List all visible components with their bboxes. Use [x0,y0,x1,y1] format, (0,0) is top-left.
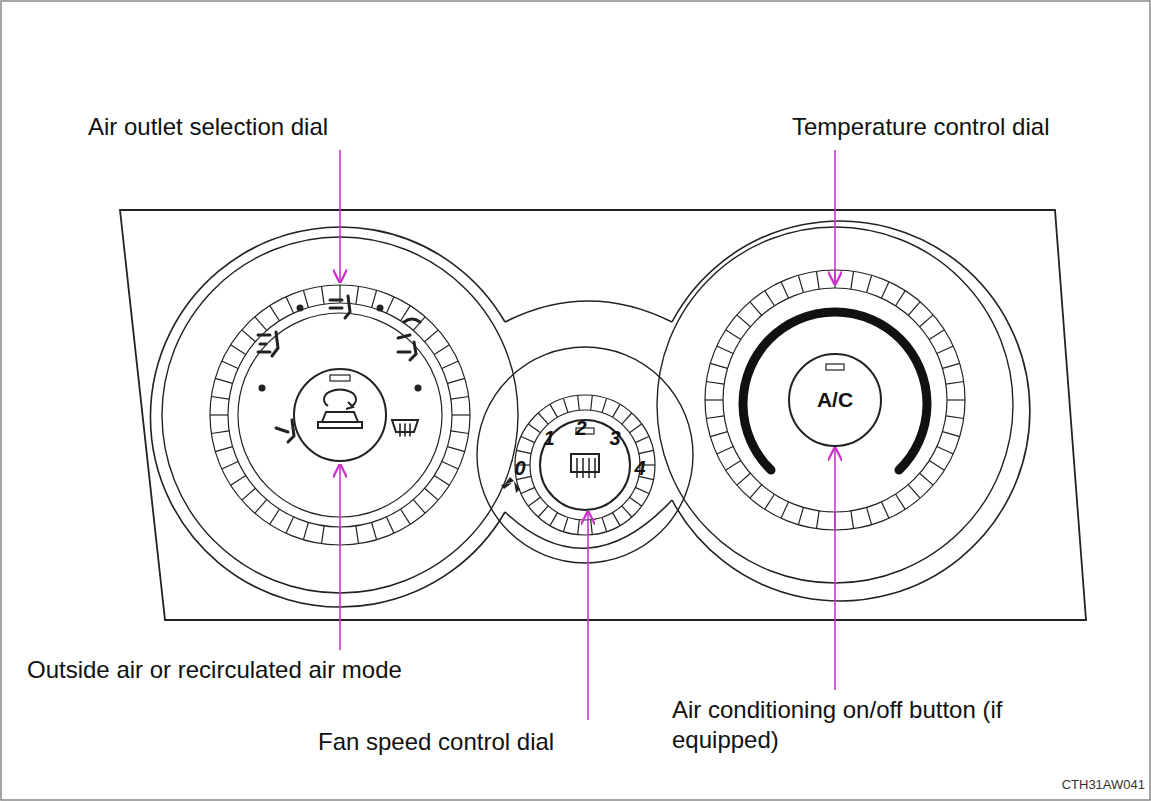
callout-label: Outside air or recirculated air mode [27,655,402,685]
mode-dots [259,305,422,392]
figure-code: CTH31AW041 [1062,778,1145,792]
temperature-scale [743,312,927,470]
callout-label: Fan speed control dial [318,727,554,757]
left-bezel [150,227,505,607]
leader-lines [340,150,835,720]
panel-outline [120,210,1086,620]
fan-speed-number: 3 [609,428,620,448]
fan-speed-number: 4 [634,458,645,478]
rear-defrost-icon [571,454,599,478]
right-bezel [672,221,1030,601]
button-text: A/C [817,389,853,411]
recirc-knob [294,369,386,461]
fan-speed-number: 2 [575,418,586,438]
callout-label: Temperature control dial [792,112,1049,142]
mode-icons [258,296,420,442]
callout-label: Air conditioning on/off button (if equip… [672,695,1022,755]
ac-button [789,354,881,446]
fan-icon [501,477,520,493]
recirc-icon [318,389,362,428]
fan-speed-number: 0 [514,458,525,478]
callout-label: Air outlet selection dial [88,112,328,142]
knurled-ring [210,270,965,545]
fan-speed-number: 1 [543,428,554,448]
